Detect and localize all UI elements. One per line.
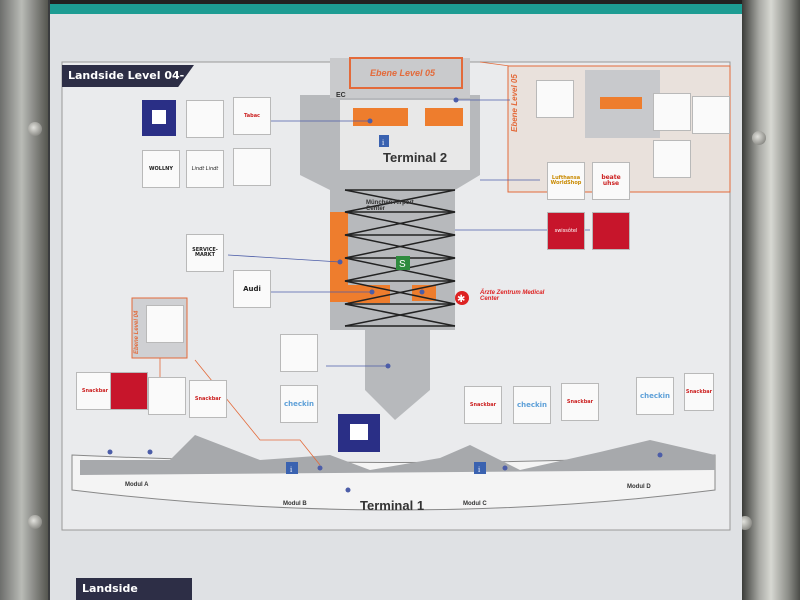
- svg-text:i: i: [478, 465, 481, 474]
- orange-area: [600, 97, 642, 109]
- ebene-05-side-label: Ebene Level 05: [510, 74, 519, 132]
- shop-logo: [592, 212, 630, 250]
- snackbar-logo: Snackbar: [189, 380, 227, 418]
- shop-logo: [536, 80, 574, 118]
- location-dots: [107, 97, 663, 493]
- shop-logo: [653, 140, 691, 178]
- info-icon: [286, 135, 486, 474]
- landside-level-title: Landside Level 04-07: [62, 65, 194, 87]
- black-top-edge: [50, 0, 742, 4]
- shop-logo: [110, 372, 148, 410]
- airport-center-label: München Airport Center: [366, 200, 414, 212]
- orange-area: [425, 108, 463, 126]
- shop-logo: [653, 93, 691, 131]
- ec-label: EC: [336, 92, 346, 99]
- terminal-1-roofline: [80, 435, 715, 475]
- medical-cross-icon: [455, 291, 469, 305]
- frame-right-post: [742, 0, 800, 600]
- modul-d-label: Modul D: [627, 484, 651, 490]
- terminal-1-label: Terminal 1: [360, 498, 425, 513]
- orange-area: [348, 285, 390, 303]
- svg-text:i: i: [382, 138, 385, 147]
- shop-logo: [148, 377, 186, 415]
- modul-b-label: Modul B: [283, 501, 307, 507]
- orange-area: [330, 212, 348, 302]
- terminal-2-top: [330, 58, 470, 98]
- terminal-2-label: Terminal 2: [383, 150, 448, 165]
- frame-left-post: [0, 0, 48, 600]
- snackbar-logo: Snackbar: [684, 373, 714, 411]
- snackbar-logo: Snackbar: [561, 383, 599, 421]
- snackbar-logo: Snackbar: [76, 372, 114, 410]
- ebene-05-box: [349, 57, 463, 89]
- connector-corridor: [365, 330, 430, 420]
- bolt: [28, 515, 42, 529]
- service-market-logo: SERVICE-MARKT: [186, 234, 224, 272]
- lindt-logo: Lindt Lindt: [186, 150, 224, 188]
- wollny-logo: WOLLNY: [142, 150, 180, 188]
- ebene-05-top-label: Ebene Level 05: [370, 68, 436, 78]
- audi-logo: Audi: [233, 270, 271, 308]
- medical-center-label: Ärzte Zentrum Medical Center: [480, 290, 545, 302]
- lufthansa-logo: Lufthansa WorldShop: [547, 162, 585, 200]
- svg-text:✱: ✱: [457, 294, 465, 305]
- svg-text:S: S: [399, 259, 406, 270]
- svg-text:i: i: [290, 465, 293, 474]
- orange-area: [353, 108, 408, 126]
- checkin-logo: checkin: [280, 385, 318, 423]
- checkin-logo: checkin: [636, 377, 674, 415]
- shop-logo: [233, 148, 271, 186]
- modul-a-label: Modul A: [125, 482, 149, 488]
- snackbar-logo: Snackbar: [464, 386, 502, 424]
- bolt: [28, 122, 42, 136]
- swissotel-logo: swissôtel: [547, 212, 585, 250]
- landside-bottom-title: Landside: [76, 578, 192, 600]
- shop-logo: [146, 305, 184, 343]
- tabac-logo: Tabac: [233, 97, 271, 135]
- bolt: [752, 131, 766, 145]
- checkin-logo: checkin: [513, 386, 551, 424]
- sbahn-icon: [396, 256, 410, 270]
- shop-logo: [280, 334, 318, 372]
- modul-c-label: Modul C: [463, 501, 487, 507]
- ebene-04-side-label: Ebene Level 04: [134, 310, 140, 354]
- beate-uhse-logo: beate uhse: [592, 162, 630, 200]
- shop-logo: [692, 96, 730, 134]
- shop-logo: [186, 100, 224, 138]
